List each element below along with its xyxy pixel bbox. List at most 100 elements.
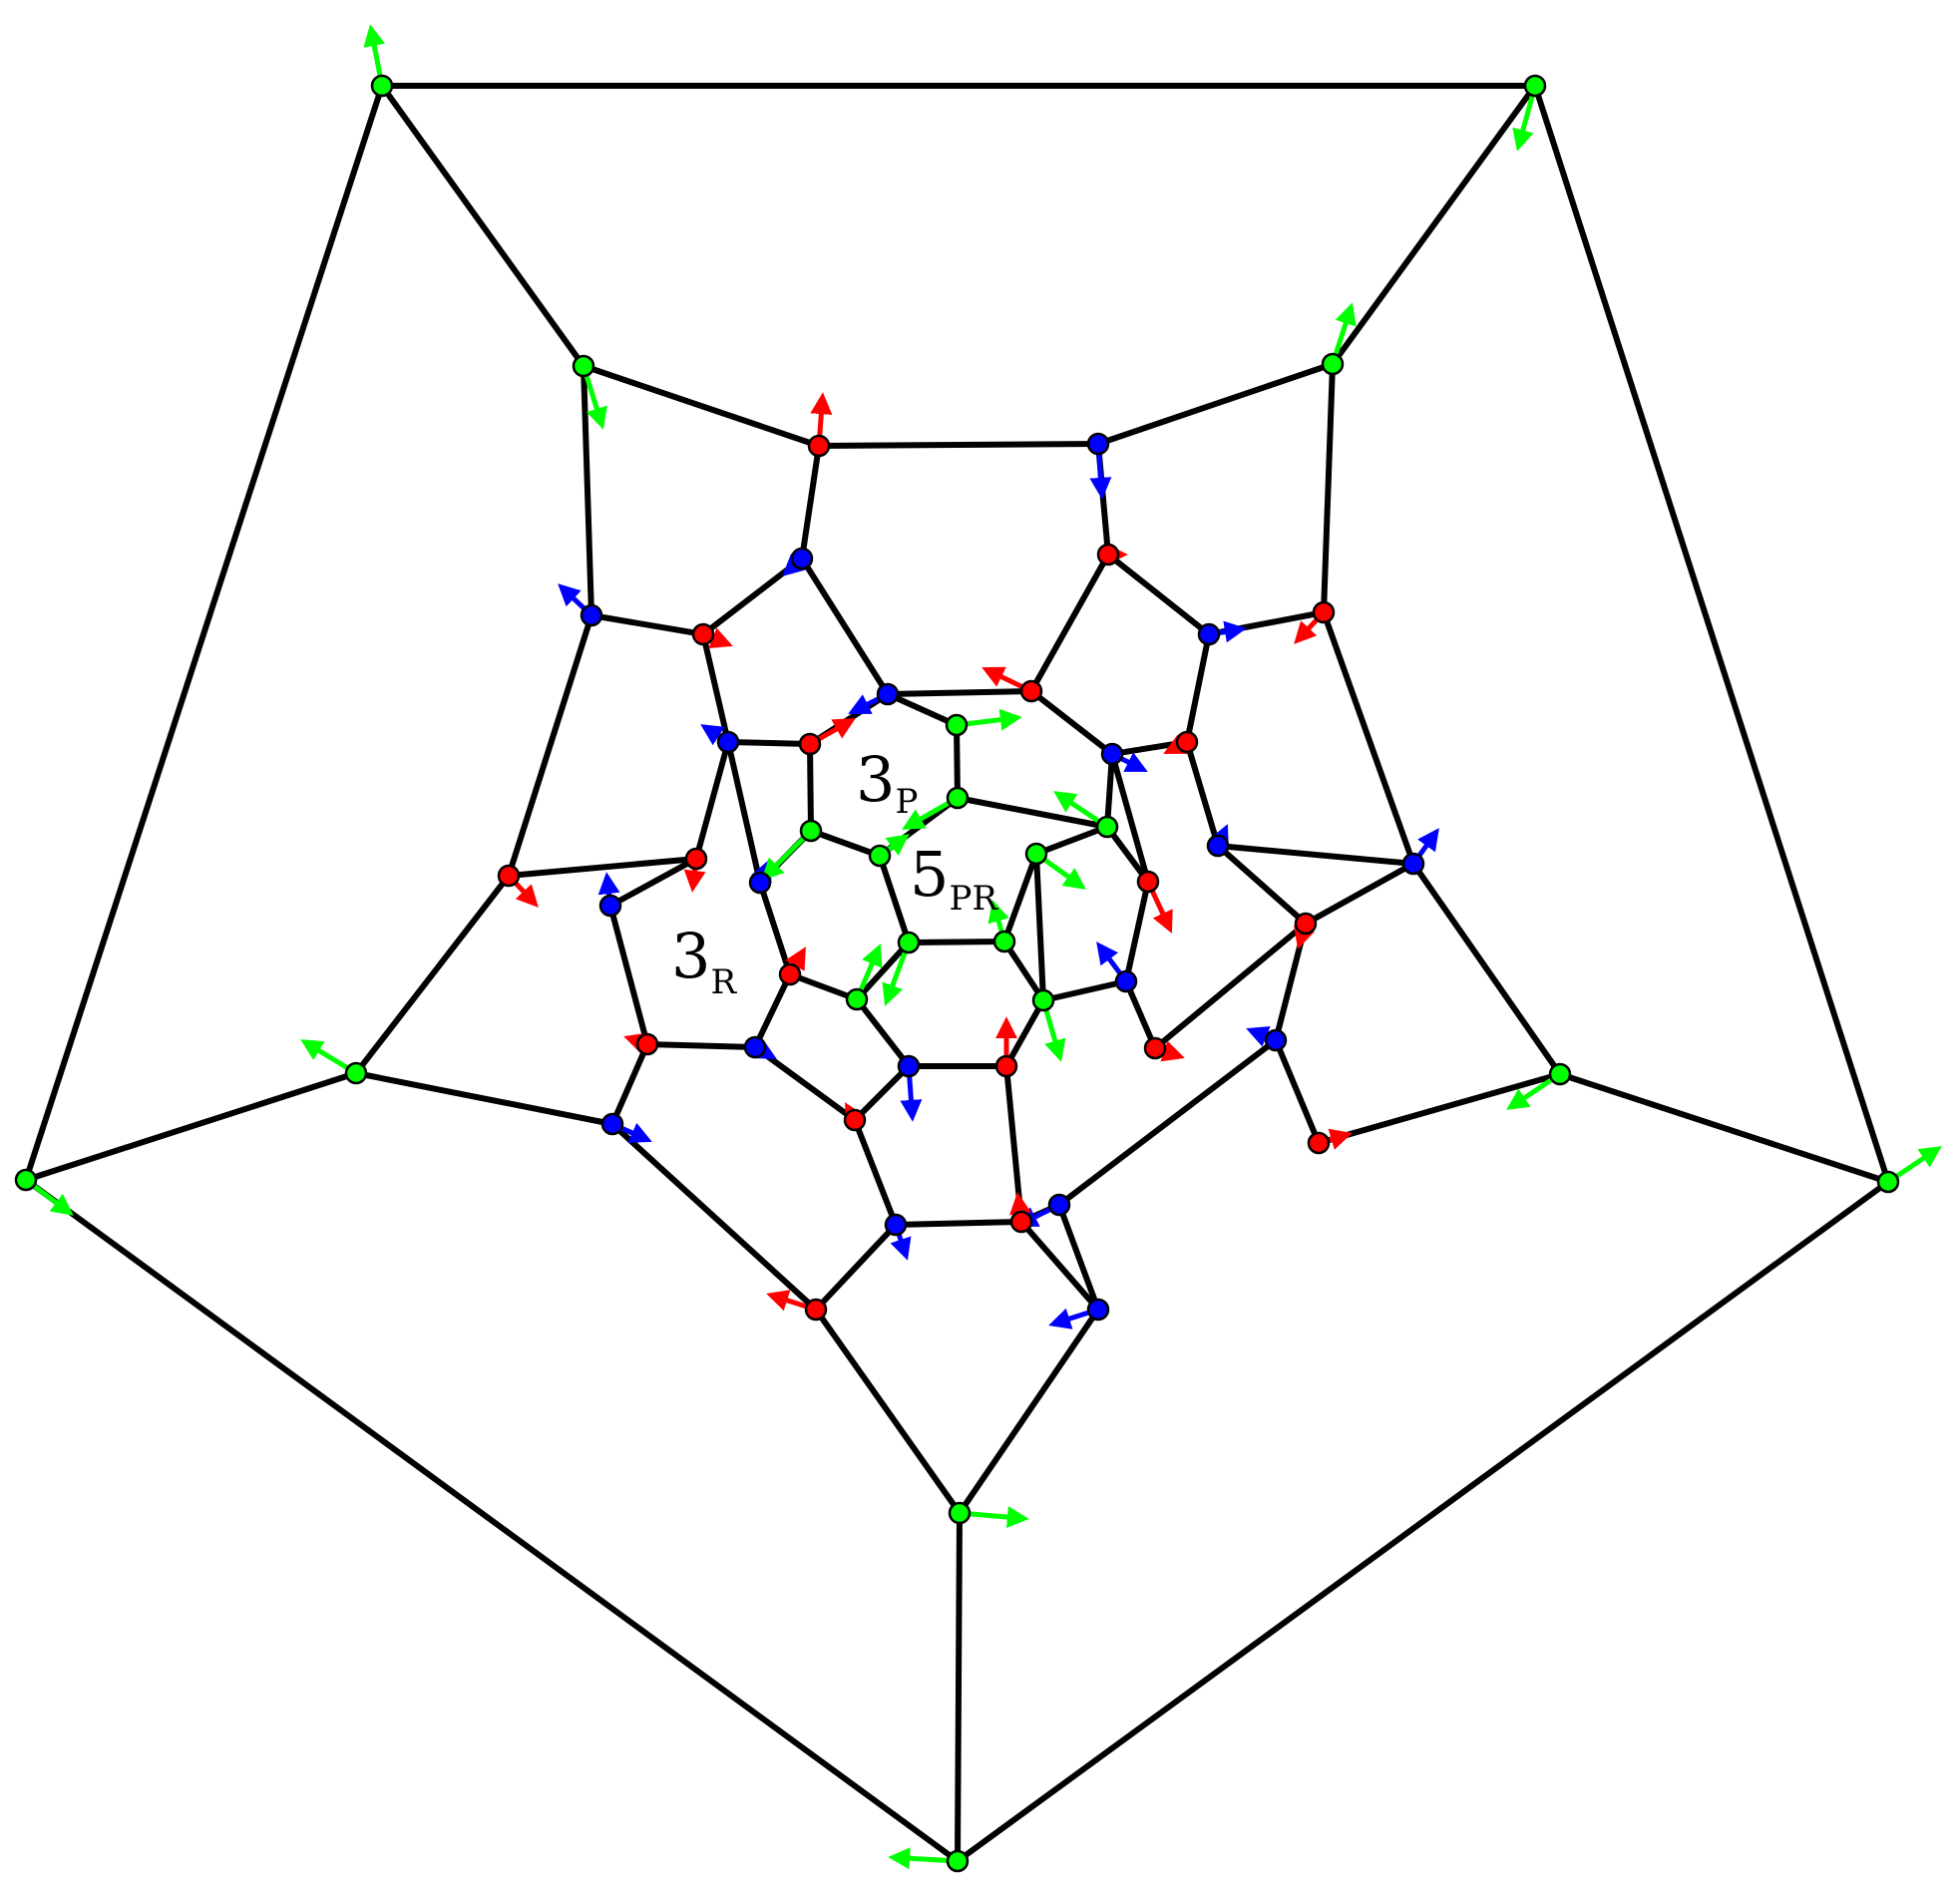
edge-o3-o4 bbox=[955, 1179, 1891, 1864]
vertex-c5 bbox=[1024, 842, 1048, 866]
edge-p16-p18 bbox=[693, 739, 731, 862]
vertex-r3c bbox=[1312, 600, 1336, 624]
edge-o1-s1 bbox=[379, 83, 587, 369]
edge-c6-c5 bbox=[1001, 851, 1039, 945]
vertex-p9 bbox=[1047, 1193, 1071, 1217]
vertex-r3f bbox=[804, 1298, 828, 1322]
face-label-3r-main: 3 bbox=[671, 920, 710, 992]
edge-q3-p4 bbox=[1109, 739, 1190, 757]
edge-s4-r3e bbox=[957, 1307, 1101, 1516]
vertex-p5 bbox=[1206, 834, 1230, 858]
edge-p18-p19 bbox=[700, 631, 731, 745]
vertex-p1 bbox=[790, 547, 814, 570]
edge-s5-p15 bbox=[353, 1070, 615, 1127]
edge-r3a-r3b bbox=[816, 441, 1101, 449]
vertex-s4 bbox=[948, 1501, 972, 1525]
face-label-3p-sub: P bbox=[895, 782, 918, 822]
edge-c1-c2 bbox=[954, 722, 961, 801]
edge-p16-r3g bbox=[506, 856, 699, 879]
edge-c7-c6 bbox=[906, 939, 1007, 946]
vertex-s5 bbox=[344, 1061, 368, 1085]
vertex-q11 bbox=[778, 962, 802, 986]
vertex-q13 bbox=[798, 732, 822, 756]
edge-p14-p17 bbox=[607, 903, 650, 1047]
vertex-q1 bbox=[876, 682, 900, 706]
vertex-p13 bbox=[743, 1035, 767, 1059]
vertex-q2 bbox=[1019, 679, 1043, 703]
vertex-p4 bbox=[1175, 730, 1199, 754]
edge-c8-q4 bbox=[1104, 824, 1151, 885]
vertex-q4 bbox=[1136, 870, 1160, 894]
edge-c5-q7 bbox=[1033, 851, 1046, 1003]
vertex-o2 bbox=[1523, 74, 1547, 98]
edge-q9-q10 bbox=[854, 996, 912, 1069]
vertex-p8 bbox=[1307, 1131, 1331, 1155]
edge-p19-r3h bbox=[588, 612, 706, 637]
edge-q11-q12 bbox=[757, 880, 793, 977]
vertex-q7 bbox=[1031, 988, 1055, 1012]
vertex-o3 bbox=[1876, 1170, 1900, 1194]
edge-q4-q5 bbox=[1123, 879, 1151, 984]
edge-o5-o1 bbox=[23, 83, 385, 1183]
vertex-r3b bbox=[1086, 432, 1110, 456]
vertex-c3 bbox=[799, 819, 823, 843]
vertex-c6 bbox=[992, 930, 1016, 953]
edge-r3d-s3 bbox=[1410, 861, 1563, 1077]
vertex-s1 bbox=[572, 354, 595, 378]
edge-o3-s3 bbox=[1557, 1071, 1891, 1185]
vertex-p7 bbox=[1264, 1028, 1288, 1052]
edge-o5-s5 bbox=[23, 1070, 359, 1183]
vertices-layer bbox=[14, 74, 1900, 1873]
edge-p1-p19 bbox=[700, 556, 805, 637]
displacement-arrows-layer bbox=[24, 24, 1942, 1870]
vertex-c1 bbox=[945, 713, 969, 737]
edge-q7-q8 bbox=[1003, 997, 1046, 1069]
vertex-q12 bbox=[748, 871, 772, 895]
edge-c2-c8 bbox=[955, 795, 1110, 830]
vertex-r3h bbox=[580, 603, 603, 627]
vertex-r3d bbox=[1401, 852, 1425, 876]
edge-p5-r3d bbox=[1215, 843, 1416, 867]
edge-r3a-p1 bbox=[799, 443, 822, 562]
vertex-p3 bbox=[1197, 622, 1221, 646]
vertex-q9 bbox=[897, 1054, 921, 1078]
face-label-3r-sub: R bbox=[710, 962, 737, 1002]
vertex-s3 bbox=[1548, 1062, 1572, 1086]
vertex-c8 bbox=[1095, 815, 1119, 839]
face-label-3p-main: 3 bbox=[856, 743, 895, 816]
edge-p11-p10 bbox=[893, 1219, 1024, 1228]
edge-c6-q7 bbox=[1001, 939, 1046, 1003]
vertex-c4 bbox=[868, 844, 892, 868]
vertex-c7 bbox=[897, 931, 921, 954]
edge-p3-p4 bbox=[1184, 631, 1212, 745]
edge-c4-c7 bbox=[877, 853, 912, 946]
face-label-5pr-sub: PR bbox=[949, 879, 998, 919]
edge-o2-s2 bbox=[1330, 83, 1538, 367]
edge-s2-r3c bbox=[1321, 361, 1336, 615]
vertex-p17 bbox=[598, 894, 622, 918]
vertex-p16 bbox=[684, 847, 708, 871]
edge-p11-p12 bbox=[852, 1117, 899, 1228]
face-label-5pr: 5PR bbox=[910, 838, 998, 919]
edge-q5-q6 bbox=[1123, 978, 1158, 1051]
face-labels-layer: 3P 5PR 3R bbox=[671, 743, 998, 1002]
vertex-p6 bbox=[1294, 912, 1318, 936]
edge-o2-o3 bbox=[1532, 83, 1891, 1185]
edges-layer bbox=[23, 83, 1891, 1864]
edge-p7-p9 bbox=[1056, 1037, 1279, 1208]
edge-p1-q1 bbox=[799, 556, 891, 697]
edge-p12-p13 bbox=[752, 1044, 858, 1123]
edge-s1-r3a bbox=[581, 363, 822, 449]
vertex-c2 bbox=[946, 786, 970, 810]
edge-r3d-p6 bbox=[1303, 861, 1416, 927]
edge-s4-r3f bbox=[813, 1307, 963, 1516]
edge-q13-p18 bbox=[725, 739, 813, 747]
edge-c8-q3 bbox=[1104, 751, 1115, 830]
vertex-q3 bbox=[1100, 742, 1124, 766]
vertex-p15 bbox=[600, 1112, 624, 1136]
edge-c8-c5 bbox=[1033, 824, 1110, 857]
edge-r3c-r3d bbox=[1321, 609, 1416, 867]
vertex-o5 bbox=[14, 1168, 38, 1192]
edge-p5-p6 bbox=[1215, 843, 1309, 927]
